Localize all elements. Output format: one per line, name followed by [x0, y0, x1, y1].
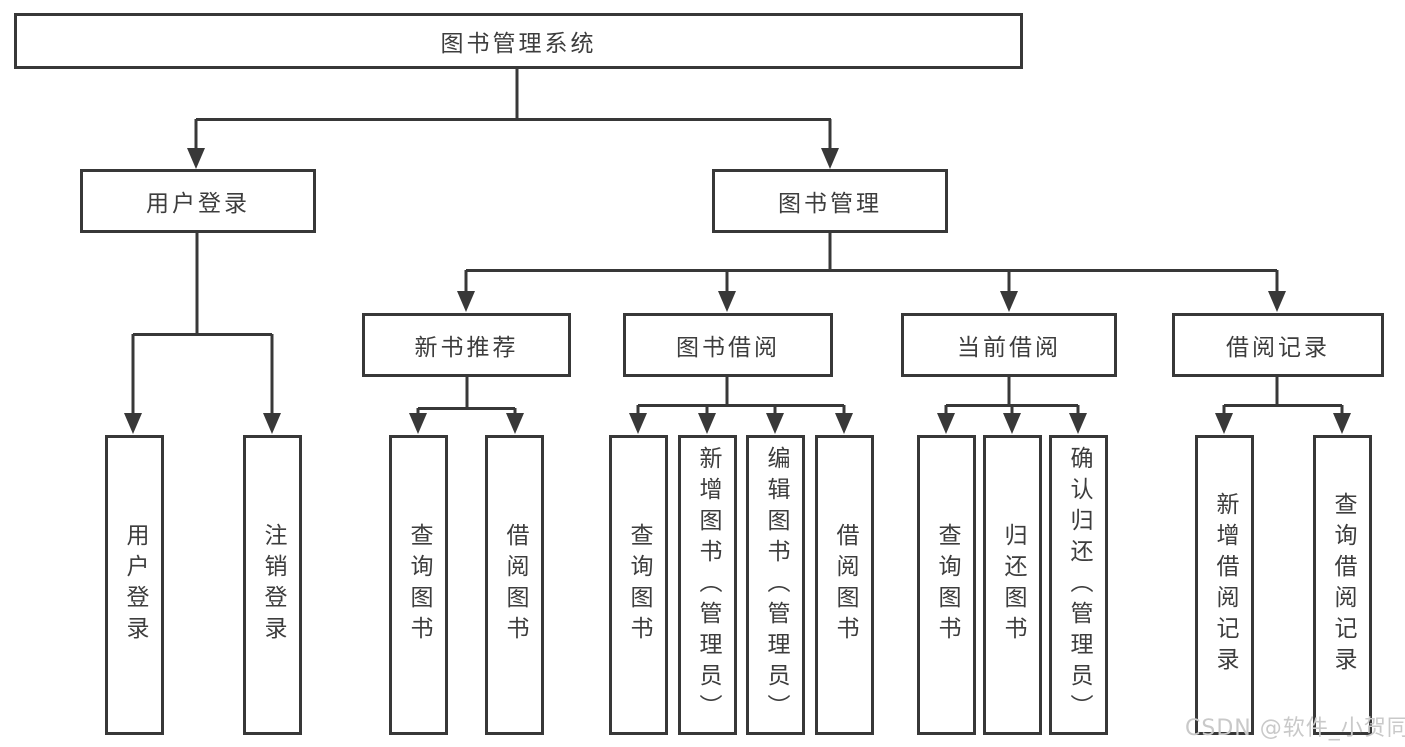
- leaf-logout: 注销登录: [243, 435, 302, 735]
- leaf-query-books-current: 查询图书: [917, 435, 976, 735]
- node-user-login-group: 用户登录: [80, 169, 316, 233]
- leaf-return-books: 归还图书: [983, 435, 1042, 735]
- leaf-add-books-admin: 新增图书（管理员）: [678, 435, 737, 735]
- leaf-edit-books-admin: 编辑图书（管理员）: [746, 435, 805, 735]
- leaf-user-login: 用户登录: [105, 435, 164, 735]
- node-book-management: 图书管理: [712, 169, 948, 233]
- leaf-add-borrow-record: 新增借阅记录: [1195, 435, 1254, 735]
- node-current-borrow: 当前借阅: [901, 313, 1117, 377]
- leaf-query-books-recommend: 查询图书: [389, 435, 448, 735]
- node-borrow-records: 借阅记录: [1172, 313, 1384, 377]
- node-book-borrow: 图书借阅: [623, 313, 833, 377]
- leaf-query-books-borrow: 查询图书: [609, 435, 668, 735]
- leaf-confirm-return-admin: 确认归还（管理员）: [1049, 435, 1108, 735]
- leaf-borrow-books: 借阅图书: [815, 435, 874, 735]
- node-new-book-recommend: 新书推荐: [362, 313, 571, 377]
- leaf-borrow-books-recommend: 借阅图书: [485, 435, 544, 735]
- csdn-watermark: CSDN @软件_小贺同学: [1185, 716, 1405, 741]
- leaf-query-borrow-record: 查询借阅记录: [1313, 435, 1372, 735]
- node-library-system: 图书管理系统: [14, 13, 1023, 69]
